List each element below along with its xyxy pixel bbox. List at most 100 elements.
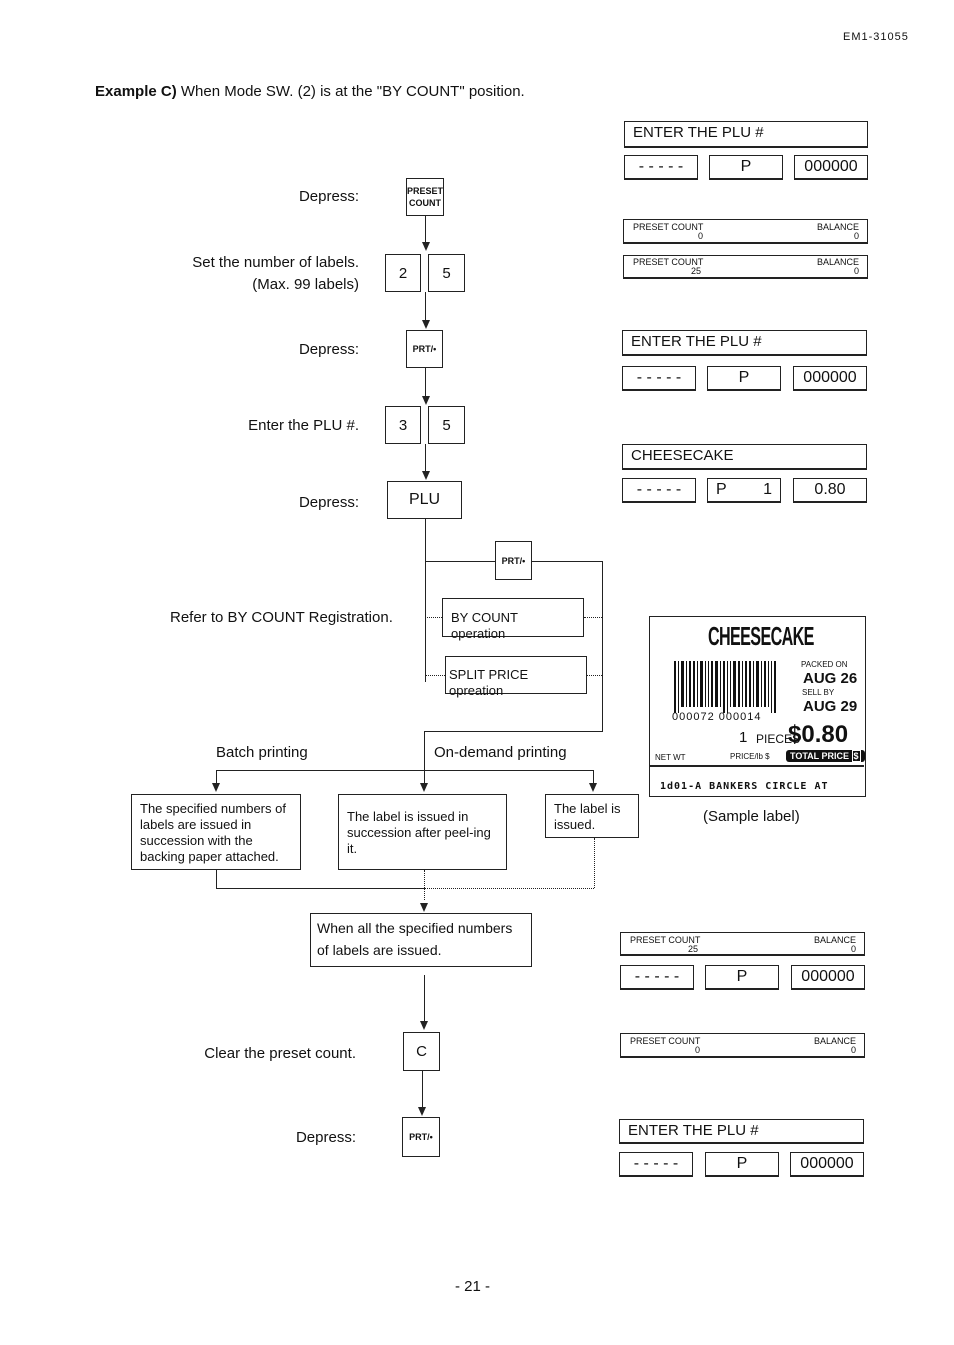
prt-key[interactable]: PRT/• [406,330,443,368]
sample-label-caption: (Sample label) [703,808,800,825]
balance-label: BALANCE [816,257,859,267]
barcode-bar [756,661,759,707]
arrow-down-icon [420,1021,428,1030]
display-zeros: 000000 [793,366,867,391]
page-number: - 21 - [455,1278,491,1295]
balance-label: BALANCE [816,222,859,232]
arrow-down-icon [589,783,597,792]
display-p: P [705,965,779,990]
barcode-bar [681,661,684,707]
preset-count-label: PRESET COUNT [630,935,701,945]
label-total: $0.80 [788,721,849,748]
step-set-labels-max: (Max. 99 labels) [252,276,359,293]
barcode-bar [686,661,687,707]
display-zeros: 000000 [791,965,865,990]
display-dashes: - - - - - [620,965,694,990]
c-key[interactable]: C [403,1032,440,1071]
arrow-down-icon [420,903,428,912]
barcode-bar [689,661,691,707]
example-label: Example C) [95,83,177,100]
step-depress-2: Depress: [298,341,359,358]
preset-count-label: PRESET COUNT [630,1036,701,1046]
batch-printing-label: Batch printing [216,744,308,761]
display-cheesecake: CHEESECAKE [622,444,867,470]
barcode-bar [745,661,747,707]
preset-key-label: PRESET [407,186,444,196]
key-3[interactable]: 3 [385,406,421,444]
balance-label: BALANCE [813,1036,856,1046]
barcode-bar [693,661,695,707]
barcode-digits: 000072 000014 [672,711,762,723]
barcode-bar [700,661,703,707]
barcode-bar [733,661,736,707]
barcode-bar [768,661,769,707]
barcode-bar [764,661,766,707]
step-depress-4: Depress: [295,1129,356,1146]
barcode-bar [771,661,772,713]
step-set-labels: Set the number of labels. [192,254,359,271]
barcode [674,661,784,713]
preset-count-value: 0 [695,1045,701,1055]
by-count-operation-box: BY COUNT operation [442,598,584,641]
step-depress-3: Depress: [298,494,359,511]
price-per-label: PRICE/lb $ [730,752,770,761]
key-5[interactable]: 5 [428,406,465,444]
display-p: P [705,1152,779,1177]
sell-date: AUG 29 [803,698,858,715]
issued-description-box: The label is issued. [545,794,639,838]
example-text: When Mode SW. (2) is at the "BY COUNT" p… [180,83,525,100]
label-pieces: PIECES [756,732,801,746]
step-clear: Clear the preset count. [204,1045,356,1062]
prt-key[interactable]: PRT/• [495,541,532,580]
barcode-bar [674,661,676,713]
balance-value: 0 [853,266,859,276]
plu-key[interactable]: PLU [387,481,462,519]
split-price-operation-box: SPLIT PRICE opreation [445,656,587,698]
key-2[interactable]: 2 [385,254,421,292]
prt-key[interactable]: PRT/• [402,1117,440,1157]
display-enter-plu: ENTER THE PLU # [619,1119,864,1144]
barcode-bar [761,661,762,707]
key-5[interactable]: 5 [428,254,465,292]
all-issued-box: When all the specified numbers of labels… [310,913,532,967]
p-label: P [716,481,727,498]
sample-label: CHEESECAKE 000072 000014 PACKED ON AUG 2… [649,616,866,797]
display-enter-plu: ENTER THE PLU # [622,330,867,356]
display-dashes: - - - - - [622,478,696,503]
display-dashes: - - - - - [622,366,696,391]
batch-description-box: The specified numbers of labels are issu… [131,794,301,870]
net-wt-label: NET WT [655,753,686,762]
arrow-down-icon [212,783,220,792]
preset-count-value: 25 [691,266,702,276]
barcode-bar [749,661,751,707]
display-dashes: - - - - - [624,155,698,180]
barcode-bar [715,661,718,707]
barcode-bar [727,661,728,713]
barcode-bar [705,661,706,707]
display-p: P [709,155,783,180]
display-dashes: - - - - - [619,1152,693,1177]
doc-id: EM1-31055 [843,31,909,43]
barcode-bar [742,661,743,707]
preset-count-label: PRESET COUNT [633,222,704,232]
balance-label: BALANCE [813,935,856,945]
preset-count-label: PRESET COUNT [633,257,704,267]
preset-count-value: 0 [698,231,704,241]
barcode-bar [711,661,713,707]
label-address: 1d01-A BANKERS CIRCLE AT [660,781,829,792]
peel-description-box: The label is issued in succession after … [338,794,507,870]
step-refer: Refer to BY COUNT Registration. [170,609,393,626]
packed-date: AUG 26 [803,670,858,687]
balance-value: 0 [850,944,856,954]
on-demand-printing-label: On-demand printing [434,744,567,761]
currency-icon: $ [851,750,861,762]
arrow-down-icon [422,320,430,329]
barcode-bar [738,661,740,707]
arrow-down-icon [422,471,430,480]
